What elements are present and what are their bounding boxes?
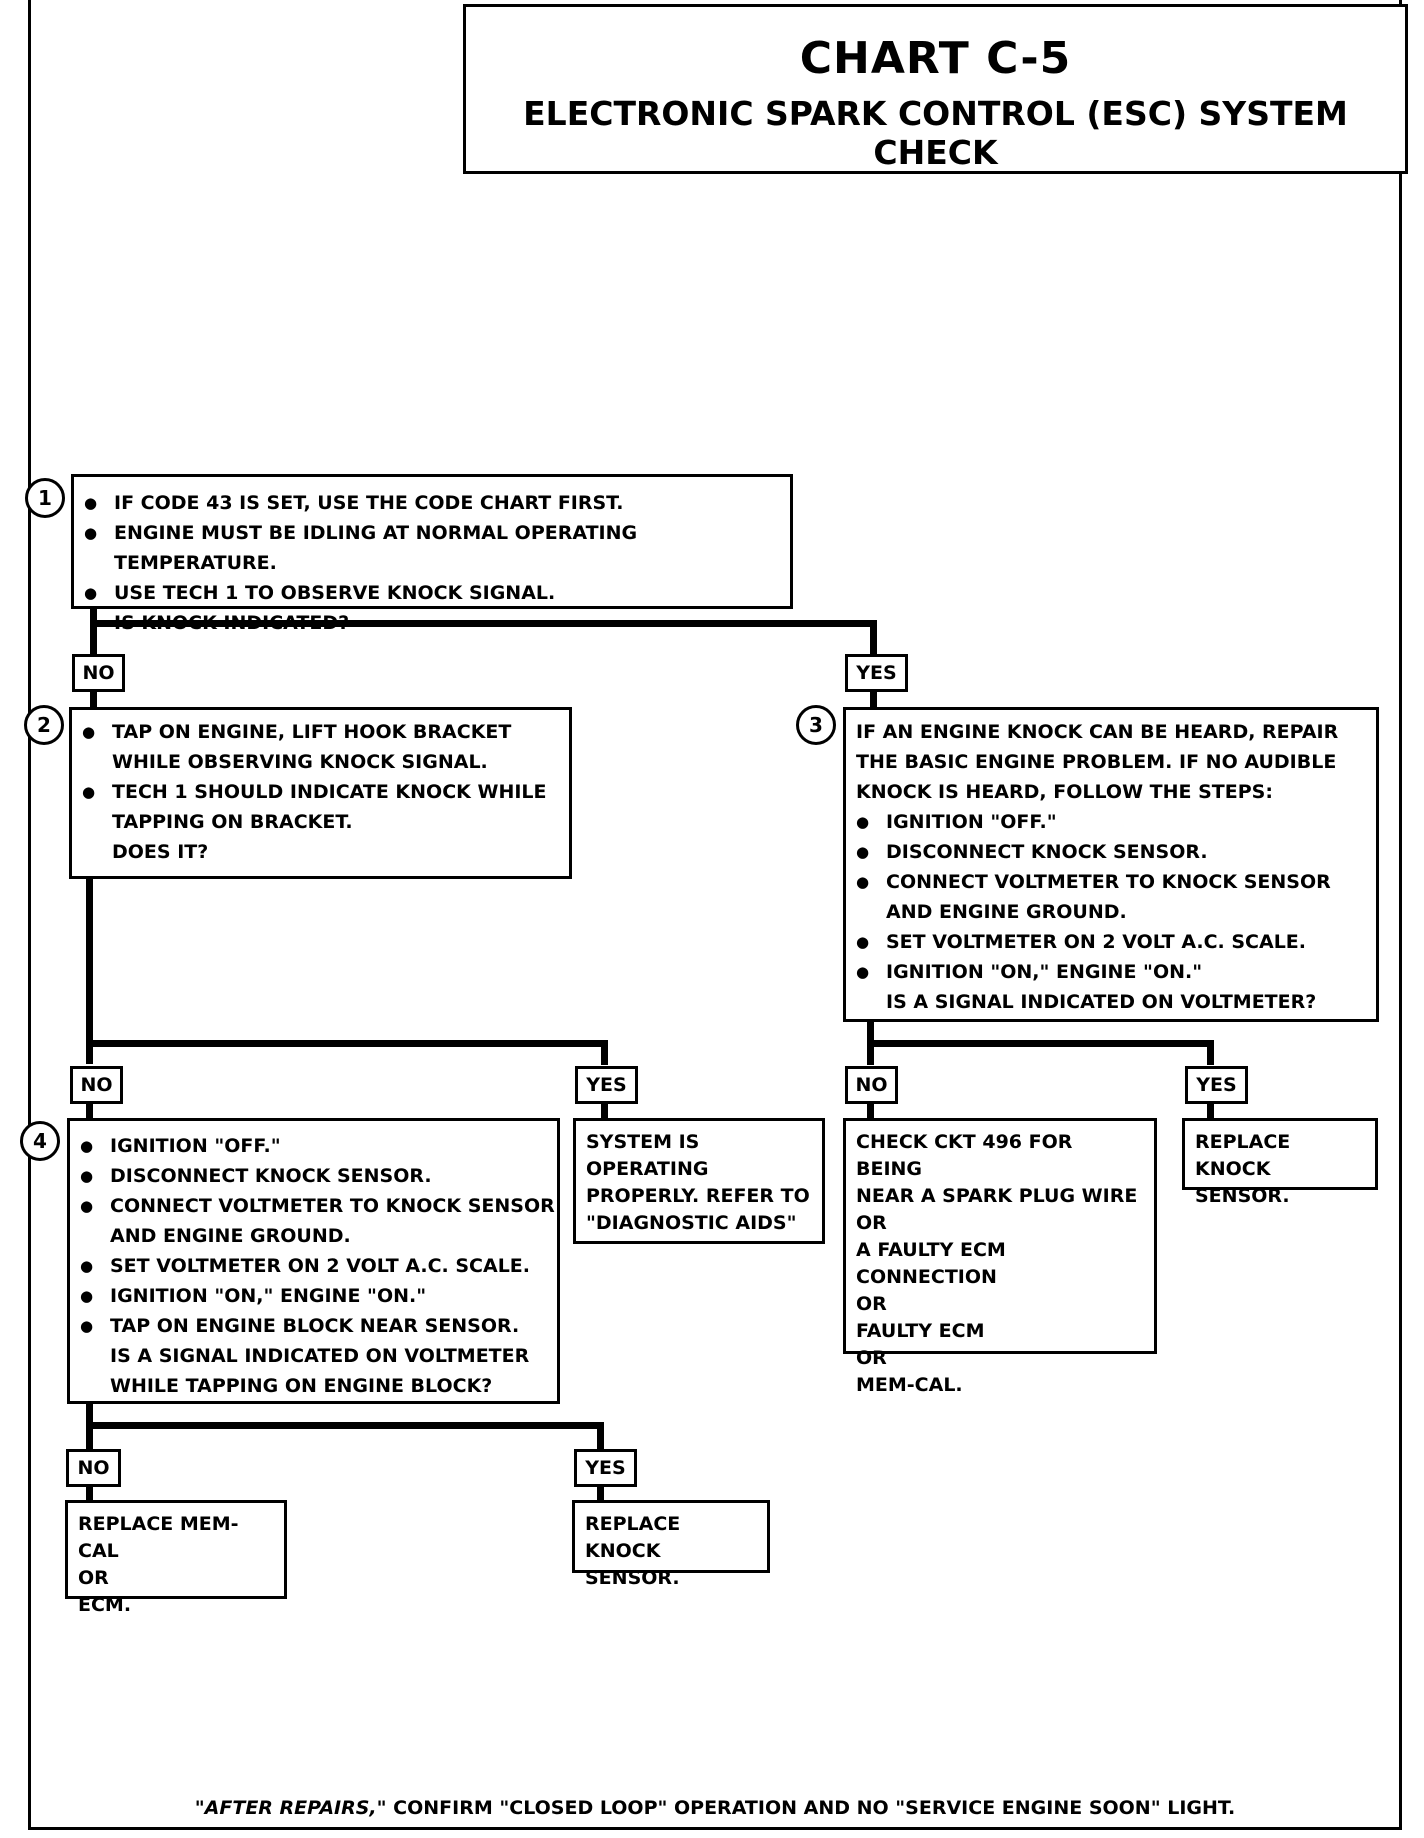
result-check-ckt: CHECK CKT 496 FOR BEING NEAR A SPARK PLU… (843, 1118, 1157, 1396)
step-2-bullet: TAP ON ENGINE, LIFT HOOK BRACKET WHILE O… (72, 717, 569, 777)
step-1-no-label: NO (72, 654, 125, 692)
connector (1207, 1103, 1214, 1118)
step-3-bullet: DISCONNECT KNOCK SENSOR. (846, 837, 1376, 867)
chart-title-box: CHART C-5 ELECTRONIC SPARK CONTROL (ESC)… (463, 4, 1408, 174)
result-line: OR (856, 1293, 887, 1315)
result-line: REPLACE MEM-CAL (78, 1513, 239, 1562)
step-4-box: IGNITION "OFF." DISCONNECT KNOCK SENSOR.… (67, 1118, 560, 1404)
connector (86, 1487, 93, 1504)
connector (1207, 1040, 1214, 1065)
step-3-bullet: IGNITION "ON," ENGINE "ON." (846, 957, 1376, 987)
step-4-bullet: IGNITION "OFF." (70, 1131, 557, 1161)
connector (867, 1103, 874, 1118)
footer-italic: "AFTER REPAIRS," (194, 1797, 387, 1819)
step-4-bullet: TAP ON ENGINE BLOCK NEAR SENSOR. (70, 1311, 557, 1341)
step-3-yes-label: YES (1185, 1066, 1248, 1104)
result-line: PROPERLY. REFER TO (586, 1185, 810, 1207)
step-2-no-label: NO (70, 1066, 123, 1104)
result-line: "DIAGNOSTIC AIDS" (586, 1212, 797, 1234)
result-line: ECM. (78, 1594, 132, 1616)
result-replace-knock-sensor-2: REPLACE KNOCK SENSOR. (572, 1500, 770, 1589)
connector (597, 1422, 604, 1449)
connector (601, 1040, 608, 1065)
step-4-bullet: DISCONNECT KNOCK SENSOR. (70, 1161, 557, 1191)
step-4-bullet: IGNITION "ON," ENGINE "ON." (70, 1281, 557, 1311)
step-2-bullet: TECH 1 SHOULD INDICATE KNOCK WHILE TAPPI… (72, 777, 569, 837)
result-line: SYSTEM IS OPERATING (586, 1131, 709, 1180)
connector (90, 620, 877, 627)
result-line: SENSOR. (585, 1567, 680, 1589)
step-number-1: 1 (25, 478, 65, 518)
result-replace-knock-sensor: REPLACE KNOCK SENSOR. (1182, 1118, 1378, 1207)
connector (870, 620, 877, 658)
result-line: CHECK CKT 496 FOR BEING (856, 1131, 1073, 1180)
step-3-bullet: SET VOLTMETER ON 2 VOLT A.C. SCALE. (846, 927, 1376, 957)
step-1-bullet: USE TECH 1 TO OBSERVE KNOCK SIGNAL. (74, 578, 790, 608)
step-1-bullet: IF CODE 43 IS SET, USE THE CODE CHART FI… (74, 488, 790, 518)
connector (867, 1040, 1214, 1047)
step-1-yes-label: YES (845, 654, 908, 692)
connector (601, 1103, 608, 1118)
result-line: FAULTY ECM (856, 1320, 985, 1342)
result-line: REPLACE KNOCK (1195, 1131, 1291, 1180)
step-1-question: IS KNOCK INDICATED? (114, 612, 350, 634)
connector (90, 690, 97, 712)
step-number-4: 4 (20, 1121, 60, 1161)
step-3-box: IF AN ENGINE KNOCK CAN BE HEARD, REPAIR … (843, 707, 1379, 1022)
footer-text: CONFIRM "CLOSED LOOP" OPERATION AND NO "… (386, 1797, 1236, 1819)
step-1-box: IF CODE 43 IS SET, USE THE CODE CHART FI… (71, 474, 793, 634)
result-line: SENSOR. (1195, 1185, 1290, 1207)
step-2-question: DOES IT? (112, 841, 209, 863)
step-4-no-label: NO (66, 1449, 121, 1487)
step-number-3: 3 (796, 705, 836, 745)
step-4-yes-label: YES (574, 1449, 637, 1487)
result-line: MEM-CAL. (856, 1374, 963, 1396)
result-system-ok: SYSTEM IS OPERATING PROPERLY. REFER TO "… (573, 1118, 825, 1244)
chart-title: CHART C-5 (799, 33, 1072, 84)
step-3-bullet: CONNECT VOLTMETER TO KNOCK SENSOR AND EN… (846, 867, 1376, 927)
step-number-2: 2 (24, 705, 64, 745)
step-3-bullet: IGNITION "OFF." (846, 807, 1376, 837)
connector (86, 1103, 93, 1118)
connector (86, 1040, 608, 1047)
step-4-bullet: SET VOLTMETER ON 2 VOLT A.C. SCALE. (70, 1251, 557, 1281)
step-2-box: TAP ON ENGINE, LIFT HOOK BRACKET WHILE O… (69, 707, 572, 879)
step-4-bullet: CONNECT VOLTMETER TO KNOCK SENSOR AND EN… (70, 1191, 557, 1251)
page-frame (28, 0, 1402, 1830)
connector (90, 605, 97, 658)
step-4-question: IS A SIGNAL INDICATED ON VOLTMETER WHILE… (110, 1345, 530, 1397)
result-line: REPLACE KNOCK (585, 1513, 681, 1562)
connector (597, 1487, 604, 1504)
result-line: OR (856, 1347, 887, 1369)
connector (86, 1422, 604, 1429)
connector (870, 690, 877, 712)
step-1-bullet: ENGINE MUST BE IDLING AT NORMAL OPERATIN… (74, 518, 790, 578)
result-line: A FAULTY ECM CONNECTION (856, 1239, 1006, 1288)
chart-subtitle: ELECTRONIC SPARK CONTROL (ESC) SYSTEM CH… (523, 94, 1348, 172)
result-replace-memcal: REPLACE MEM-CAL OR ECM. (65, 1500, 287, 1616)
result-line: OR (856, 1212, 887, 1234)
step-2-yes-label: YES (575, 1066, 638, 1104)
step-3-intro: IF AN ENGINE KNOCK CAN BE HEARD, REPAIR … (856, 721, 1339, 803)
result-line: OR (78, 1567, 109, 1589)
result-line: NEAR A SPARK PLUG WIRE (856, 1185, 1138, 1207)
step-3-question: IS A SIGNAL INDICATED ON VOLTMETER? (886, 991, 1317, 1013)
connector (86, 876, 93, 1064)
footer-note: "AFTER REPAIRS," CONFIRM "CLOSED LOOP" O… (28, 1797, 1402, 1819)
step-3-no-label: NO (845, 1066, 898, 1104)
